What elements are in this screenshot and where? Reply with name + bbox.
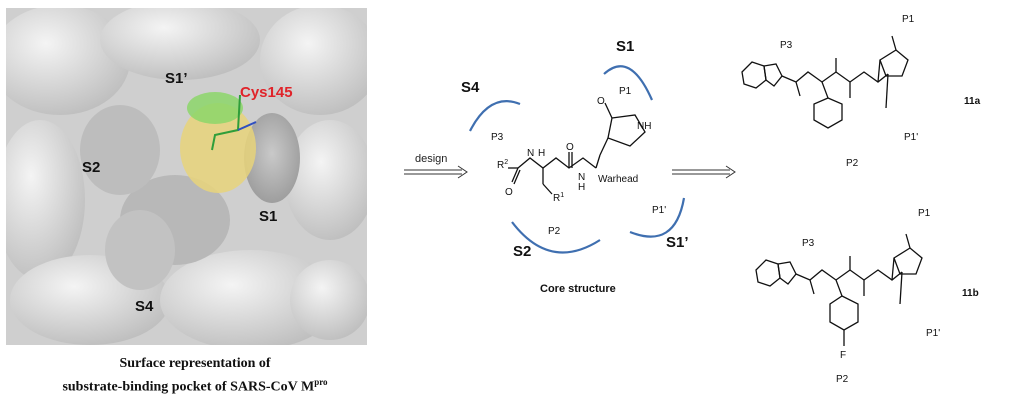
core-warhead: Warhead	[598, 174, 638, 185]
pocket-label-s4: S4	[135, 298, 154, 315]
result-arrow	[672, 165, 736, 179]
core-o-amide2: O	[566, 142, 574, 153]
core-label-p1prime: P1'	[652, 205, 666, 216]
compound-11b-label-p2: P2	[836, 374, 849, 385]
cys-side-chain	[211, 94, 241, 151]
core-o-ring: O	[597, 96, 605, 107]
cys145-label: Cys145	[240, 84, 293, 101]
compound-11a-drawing	[741, 35, 909, 129]
compound-11a-label-p2: P2	[846, 158, 859, 169]
arc-s1prime	[629, 197, 686, 238]
compound-11b-label-p1: P1	[918, 208, 931, 219]
core-h-2: H	[578, 182, 585, 193]
surface-caption-line2: substrate-binding pocket of SARS-CoV Mpr…	[62, 377, 328, 395]
yellow-ligand-patch	[180, 103, 256, 193]
core-label-p1: P1	[619, 86, 632, 97]
subsite-label-s1: S1	[616, 38, 634, 55]
core-nh-ring: NH	[637, 121, 651, 132]
core-o-amide1: O	[505, 187, 513, 198]
compound-11b-label-p3: P3	[802, 238, 815, 249]
subsite-label-s2: S2	[513, 243, 531, 260]
core-n-2: N	[578, 172, 585, 183]
surface-caption: Surface representation of substrate-bind…	[0, 354, 390, 397]
compound-11a-label-p3: P3	[780, 40, 793, 51]
core-n-1: N	[527, 148, 534, 159]
arc-s1	[603, 65, 654, 101]
compound-11a-id: 11a	[964, 96, 981, 107]
arc-s4	[469, 100, 521, 132]
subsite-arcs	[469, 65, 686, 254]
compound-11b-fluorine: F	[840, 350, 846, 361]
design-label: design	[415, 153, 447, 165]
pocket-label-s1prime: S1’	[165, 70, 188, 87]
core-label-p3: P3	[491, 132, 504, 143]
compound-11a-label-p1prime: P1'	[904, 132, 918, 143]
surface-caption-line1: Surface representation of	[119, 356, 271, 371]
core-r2: R2	[497, 159, 508, 171]
core-r1: R1	[553, 192, 564, 204]
protein-surface-image	[6, 8, 367, 345]
subsite-label-s4: S4	[461, 79, 480, 96]
design-arrow	[404, 165, 468, 179]
core-structure-caption: Core structure	[540, 283, 616, 295]
pocket-label-s1: S1	[259, 208, 277, 225]
core-h-1: H	[538, 148, 545, 159]
s1-pocket	[244, 113, 300, 203]
compound-11b-label-p1prime: P1'	[926, 328, 940, 339]
pocket-label-s2: S2	[82, 159, 100, 176]
core-label-p2: P2	[548, 226, 561, 237]
green-ligand-patch	[187, 92, 243, 124]
compound-11a-label-p1: P1	[902, 14, 915, 25]
core-structure-drawing	[508, 102, 646, 195]
subsite-label-s1prime: S1’	[666, 234, 689, 251]
compound-11b-drawing	[755, 233, 923, 346]
compound-11b-id: 11b	[962, 288, 979, 299]
arc-s2	[511, 221, 601, 254]
